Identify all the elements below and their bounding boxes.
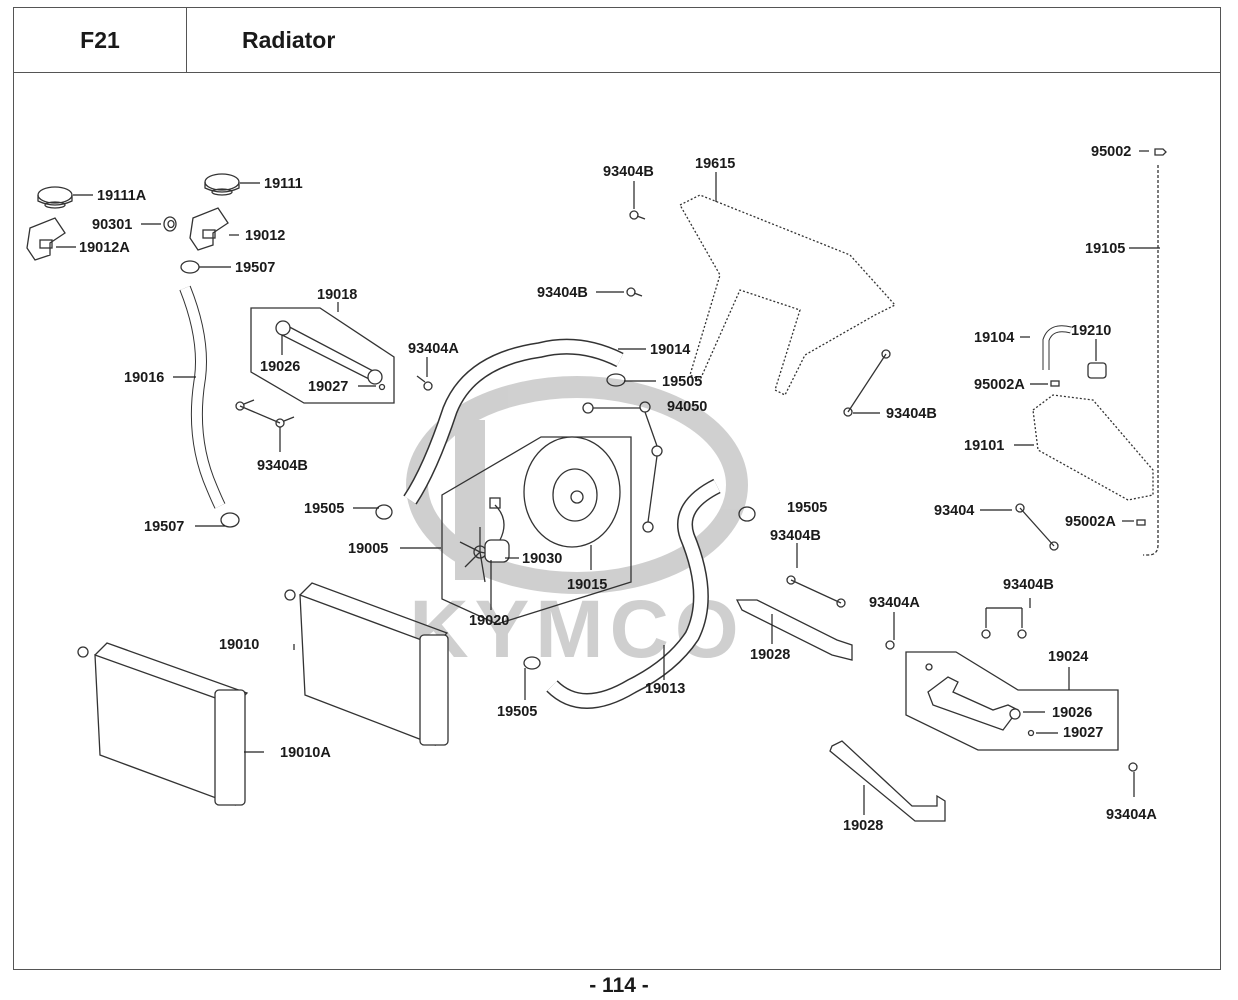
callout-19010: 19010 (219, 637, 260, 653)
hose-clamp-icon (180, 260, 200, 274)
hose-clamp-icon (523, 506, 756, 670)
callout-19024: 19024 (1048, 649, 1089, 665)
callout-19013: 19013 (645, 681, 686, 697)
callout-19111: 19111 (264, 176, 303, 192)
callout-19027: 19027 (1063, 725, 1104, 741)
bolt-icon (235, 399, 295, 428)
reservoir-tank-19101-icon (1032, 394, 1154, 501)
callout-19615: 19615 (695, 156, 736, 172)
callout-19015: 19015 (567, 577, 608, 593)
bracket-19024-icon (927, 676, 1019, 731)
section-header: F21 Radiator (13, 7, 1221, 73)
callout-93404B: 93404B (603, 164, 654, 180)
bracket-19028-lower-icon (829, 740, 946, 822)
radiator-cap-19111A-icon (37, 186, 73, 209)
callout-93404B: 93404B (257, 458, 308, 474)
diagram-frame (13, 72, 1221, 970)
clip-95002-icon (1154, 148, 1167, 156)
bolt-icon (626, 287, 643, 297)
callout-19020: 19020 (469, 613, 510, 629)
callout-93404B: 93404B (886, 406, 937, 422)
overflow-hose-19105-icon (1143, 165, 1159, 556)
callout-19507: 19507 (235, 260, 276, 276)
callout-19505: 19505 (787, 500, 828, 516)
callout-19010A: 19010A (280, 745, 331, 761)
clip-icon (1136, 519, 1146, 526)
bolt-icon (629, 210, 646, 220)
page-number: - 114 - (589, 974, 649, 997)
bolt-icon (786, 575, 846, 608)
callout-19505: 19505 (497, 704, 538, 720)
callout-93404: 93404 (934, 503, 975, 519)
grommet-94050-icon (582, 401, 663, 533)
callout-94050: 94050 (667, 399, 708, 415)
callout-19026: 19026 (260, 359, 301, 375)
fan-motor-19030-icon (484, 497, 510, 563)
washer-90301-icon (163, 216, 177, 232)
callout-19111A: 19111A (97, 188, 147, 204)
bolt-icon (1015, 503, 1059, 551)
callout-19005: 19005 (348, 541, 389, 557)
callout-95002: 95002 (1091, 144, 1132, 160)
radiator-19010-icon (284, 582, 449, 746)
callout-90301: 90301 (92, 217, 133, 233)
bolt-icon (843, 349, 891, 417)
radiator-19010A-icon (77, 642, 249, 806)
callout-19014: 19014 (650, 342, 691, 358)
leader-lines (56, 150, 1160, 815)
callout-95002A: 95002A (974, 377, 1025, 393)
callout-19505: 19505 (662, 374, 703, 390)
callout-93404B: 93404B (537, 285, 588, 301)
callout-95002A: 95002A (1065, 514, 1116, 530)
callout-93404B: 93404B (770, 528, 821, 544)
callout-19027: 19027 (308, 379, 349, 395)
filler-neck-19012-icon (189, 207, 229, 251)
section-title: Radiator (242, 27, 336, 53)
callout-19505: 19505 (304, 501, 345, 517)
callout-19101: 19101 (964, 438, 1005, 454)
clip-icon (1050, 380, 1060, 387)
callout-19210: 19210 (1071, 323, 1112, 339)
callout-19030: 19030 (522, 551, 563, 567)
callout-93404B: 93404B (1003, 577, 1054, 593)
fan-motor-housing-19015-icon (523, 436, 621, 548)
callout-19012: 19012 (245, 228, 286, 244)
callout-19507: 19507 (144, 519, 185, 535)
hose-clamp-icon (220, 512, 240, 528)
watermark-text: KYMCO (409, 584, 744, 675)
callout-19026: 19026 (1052, 705, 1093, 721)
callout-19105: 19105 (1085, 241, 1126, 257)
filler-neck-19012A-icon (26, 217, 66, 261)
callout-19028: 19028 (750, 647, 791, 663)
bolt-icon (885, 629, 1138, 772)
callout-93404A: 93404A (1106, 807, 1157, 823)
callout-19018: 19018 (317, 287, 358, 303)
callout-19104: 19104 (974, 330, 1015, 346)
radiator-cap-19111-icon (204, 173, 240, 196)
section-code: F21 (14, 8, 187, 73)
bolt-icon (416, 375, 433, 391)
callout-93404A: 93404A (869, 595, 920, 611)
kit-outline-19005 (441, 436, 632, 625)
kit-outline-19024 (905, 651, 1119, 751)
kit-outline-19018 (250, 307, 395, 404)
callout-93404A: 93404A (408, 341, 459, 357)
callout-19012A: 19012A (79, 240, 130, 256)
hose-clamp-icon (375, 373, 626, 520)
bracket-19028-icon (735, 599, 853, 661)
reservoir-cap-19210-icon (1087, 362, 1107, 379)
callout-19028: 19028 (843, 818, 884, 834)
callout-19016: 19016 (124, 370, 165, 386)
fan-shroud-19615-icon (679, 194, 897, 396)
